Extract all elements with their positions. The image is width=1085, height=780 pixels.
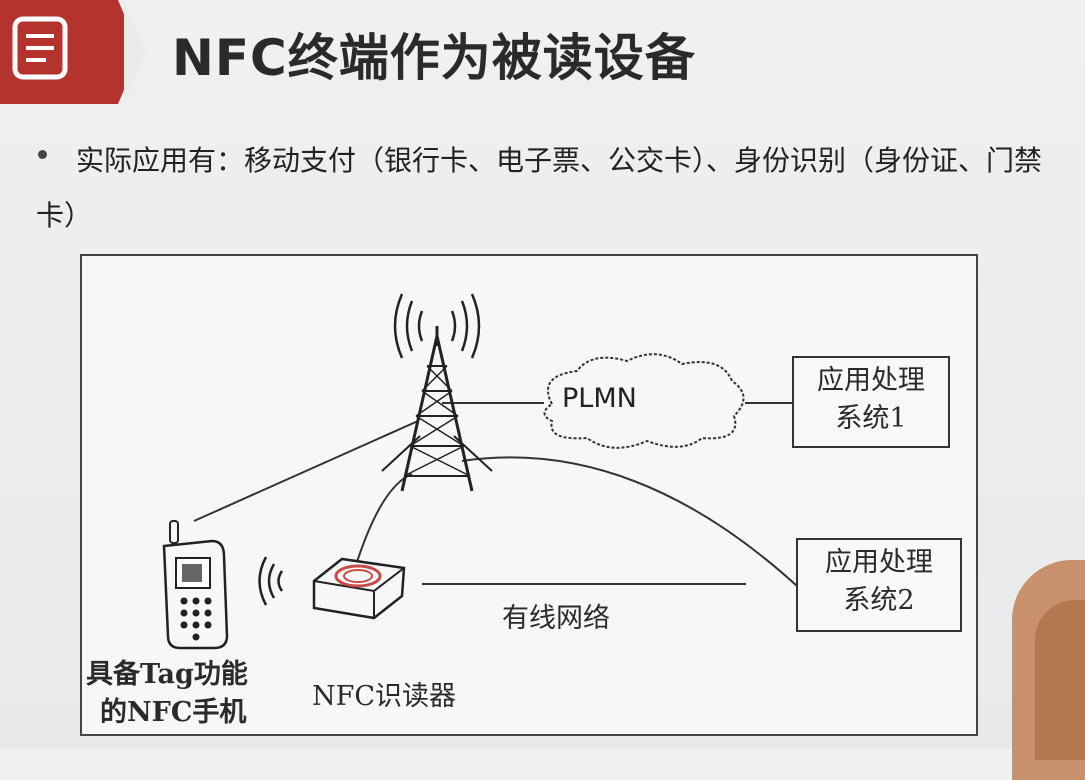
tower-system2-link (461, 456, 798, 587)
phone-label: 具备Tag功能 的NFC手机 (86, 656, 248, 732)
system1-line2: 系统1 (835, 403, 907, 434)
header-chevron-gap (124, 0, 146, 104)
bullet-text: 实际应用有：移动支付（银行卡、电子票、公交卡）、身份识别（身份证、门禁卡） (36, 144, 1043, 232)
system2-box: 应用处理 系统2 (796, 538, 962, 632)
diagram-graphics (162, 293, 798, 650)
phone-label-line2: 的NFC手机 (100, 697, 247, 728)
slide-header: NFC终端作为被读设备 (0, 0, 1085, 104)
cloud-label: PLMN (562, 383, 637, 414)
phone-tower-link (193, 420, 419, 522)
wired-network-label: 有线网络 (502, 603, 610, 634)
phone-label-line1: 具备Tag功能 (86, 659, 248, 690)
presenter-shadow (1035, 600, 1085, 760)
system1-line1: 应用处理 (817, 365, 925, 396)
reader-label: NFC识读器 (312, 681, 457, 712)
system1-box: 应用处理 系统1 (792, 356, 950, 448)
header-badge (0, 0, 118, 104)
mobile-phone-icon (162, 520, 229, 650)
nfc-reader-icon (312, 557, 406, 620)
nfc-diagram: PLMN 应用处理 系统1 应用处理 系统2 有线网络 具备Tag功能 的NFC… (80, 254, 978, 736)
cloud-icon (543, 353, 745, 449)
slide-title: NFC终端作为被读设备 (172, 29, 696, 87)
system2-line2: 系统2 (843, 585, 915, 616)
system2-line1: 应用处理 (825, 547, 933, 578)
nfc-signal-icon (258, 556, 284, 606)
bullet-dot (38, 150, 47, 159)
document-icon (12, 16, 68, 80)
antenna-tower-icon (381, 293, 493, 492)
